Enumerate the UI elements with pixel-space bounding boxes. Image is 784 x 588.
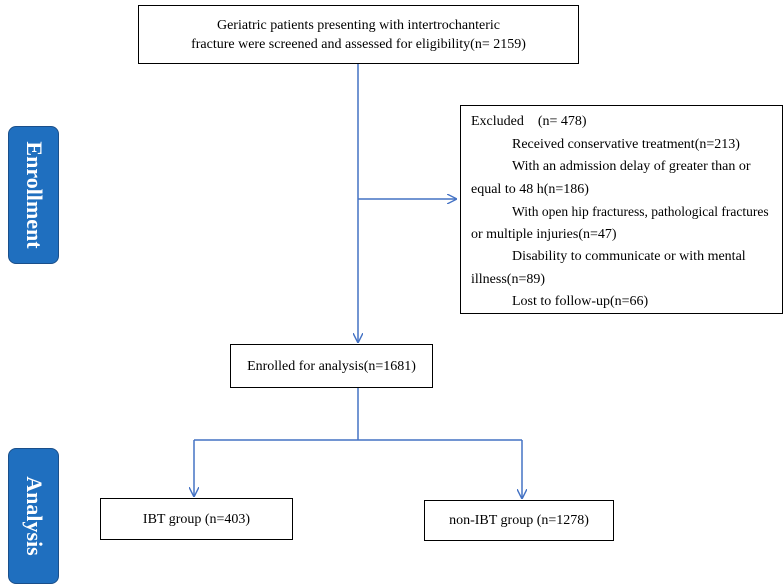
excluded-reason-communication: Disability to communicate or with mental xyxy=(512,249,746,264)
excluded-box: Excluded (n= 478) Received conservative … xyxy=(460,105,783,314)
non-ibt-group-box: non-IBT group (n=1278) xyxy=(424,500,614,541)
screening-line-2: fracture were screened and assessed for … xyxy=(191,36,526,52)
non-ibt-group-label: non-IBT group (n=1278) xyxy=(449,513,589,528)
analysis-label-text: Analysis xyxy=(21,476,47,556)
screening-line-1: Geriatric patients presenting with inter… xyxy=(216,17,500,33)
enrollment-label-text: Enrollment xyxy=(21,141,47,249)
excluded-reason-delay: With an admission delay of greater than … xyxy=(512,159,751,174)
enrolled-label: Enrolled for analysis(n=1681) xyxy=(247,358,416,374)
ibt-group-box: IBT group (n=403) xyxy=(100,498,293,540)
screening-box: Geriatric patients presenting with inter… xyxy=(138,5,579,64)
ibt-group-label: IBT group (n=403) xyxy=(142,511,251,527)
excluded-reason-conservative: Received conservative treatment(n=213) xyxy=(512,136,740,152)
excluded-reason-communication-cont: illness(n=89) xyxy=(471,271,545,287)
excluded-reason-delay-cont: equal to 48 h(n=186) xyxy=(471,181,589,197)
excluded-reason-open-fracture-cont: or multiple injuries(n=47) xyxy=(471,226,617,242)
enrolled-box: Enrolled for analysis(n=1681) xyxy=(230,344,433,388)
excluded-reason-lost-follow-up: Lost to follow-up(n=66) xyxy=(512,294,649,309)
excluded-reason-open-fracture: With open hip fracturess, pathological f… xyxy=(512,204,769,219)
analysis-stage-label: Analysis xyxy=(8,448,59,584)
enrollment-stage-label: Enrollment xyxy=(8,126,59,264)
excluded-title: Excluded (n= 478) xyxy=(471,114,587,129)
